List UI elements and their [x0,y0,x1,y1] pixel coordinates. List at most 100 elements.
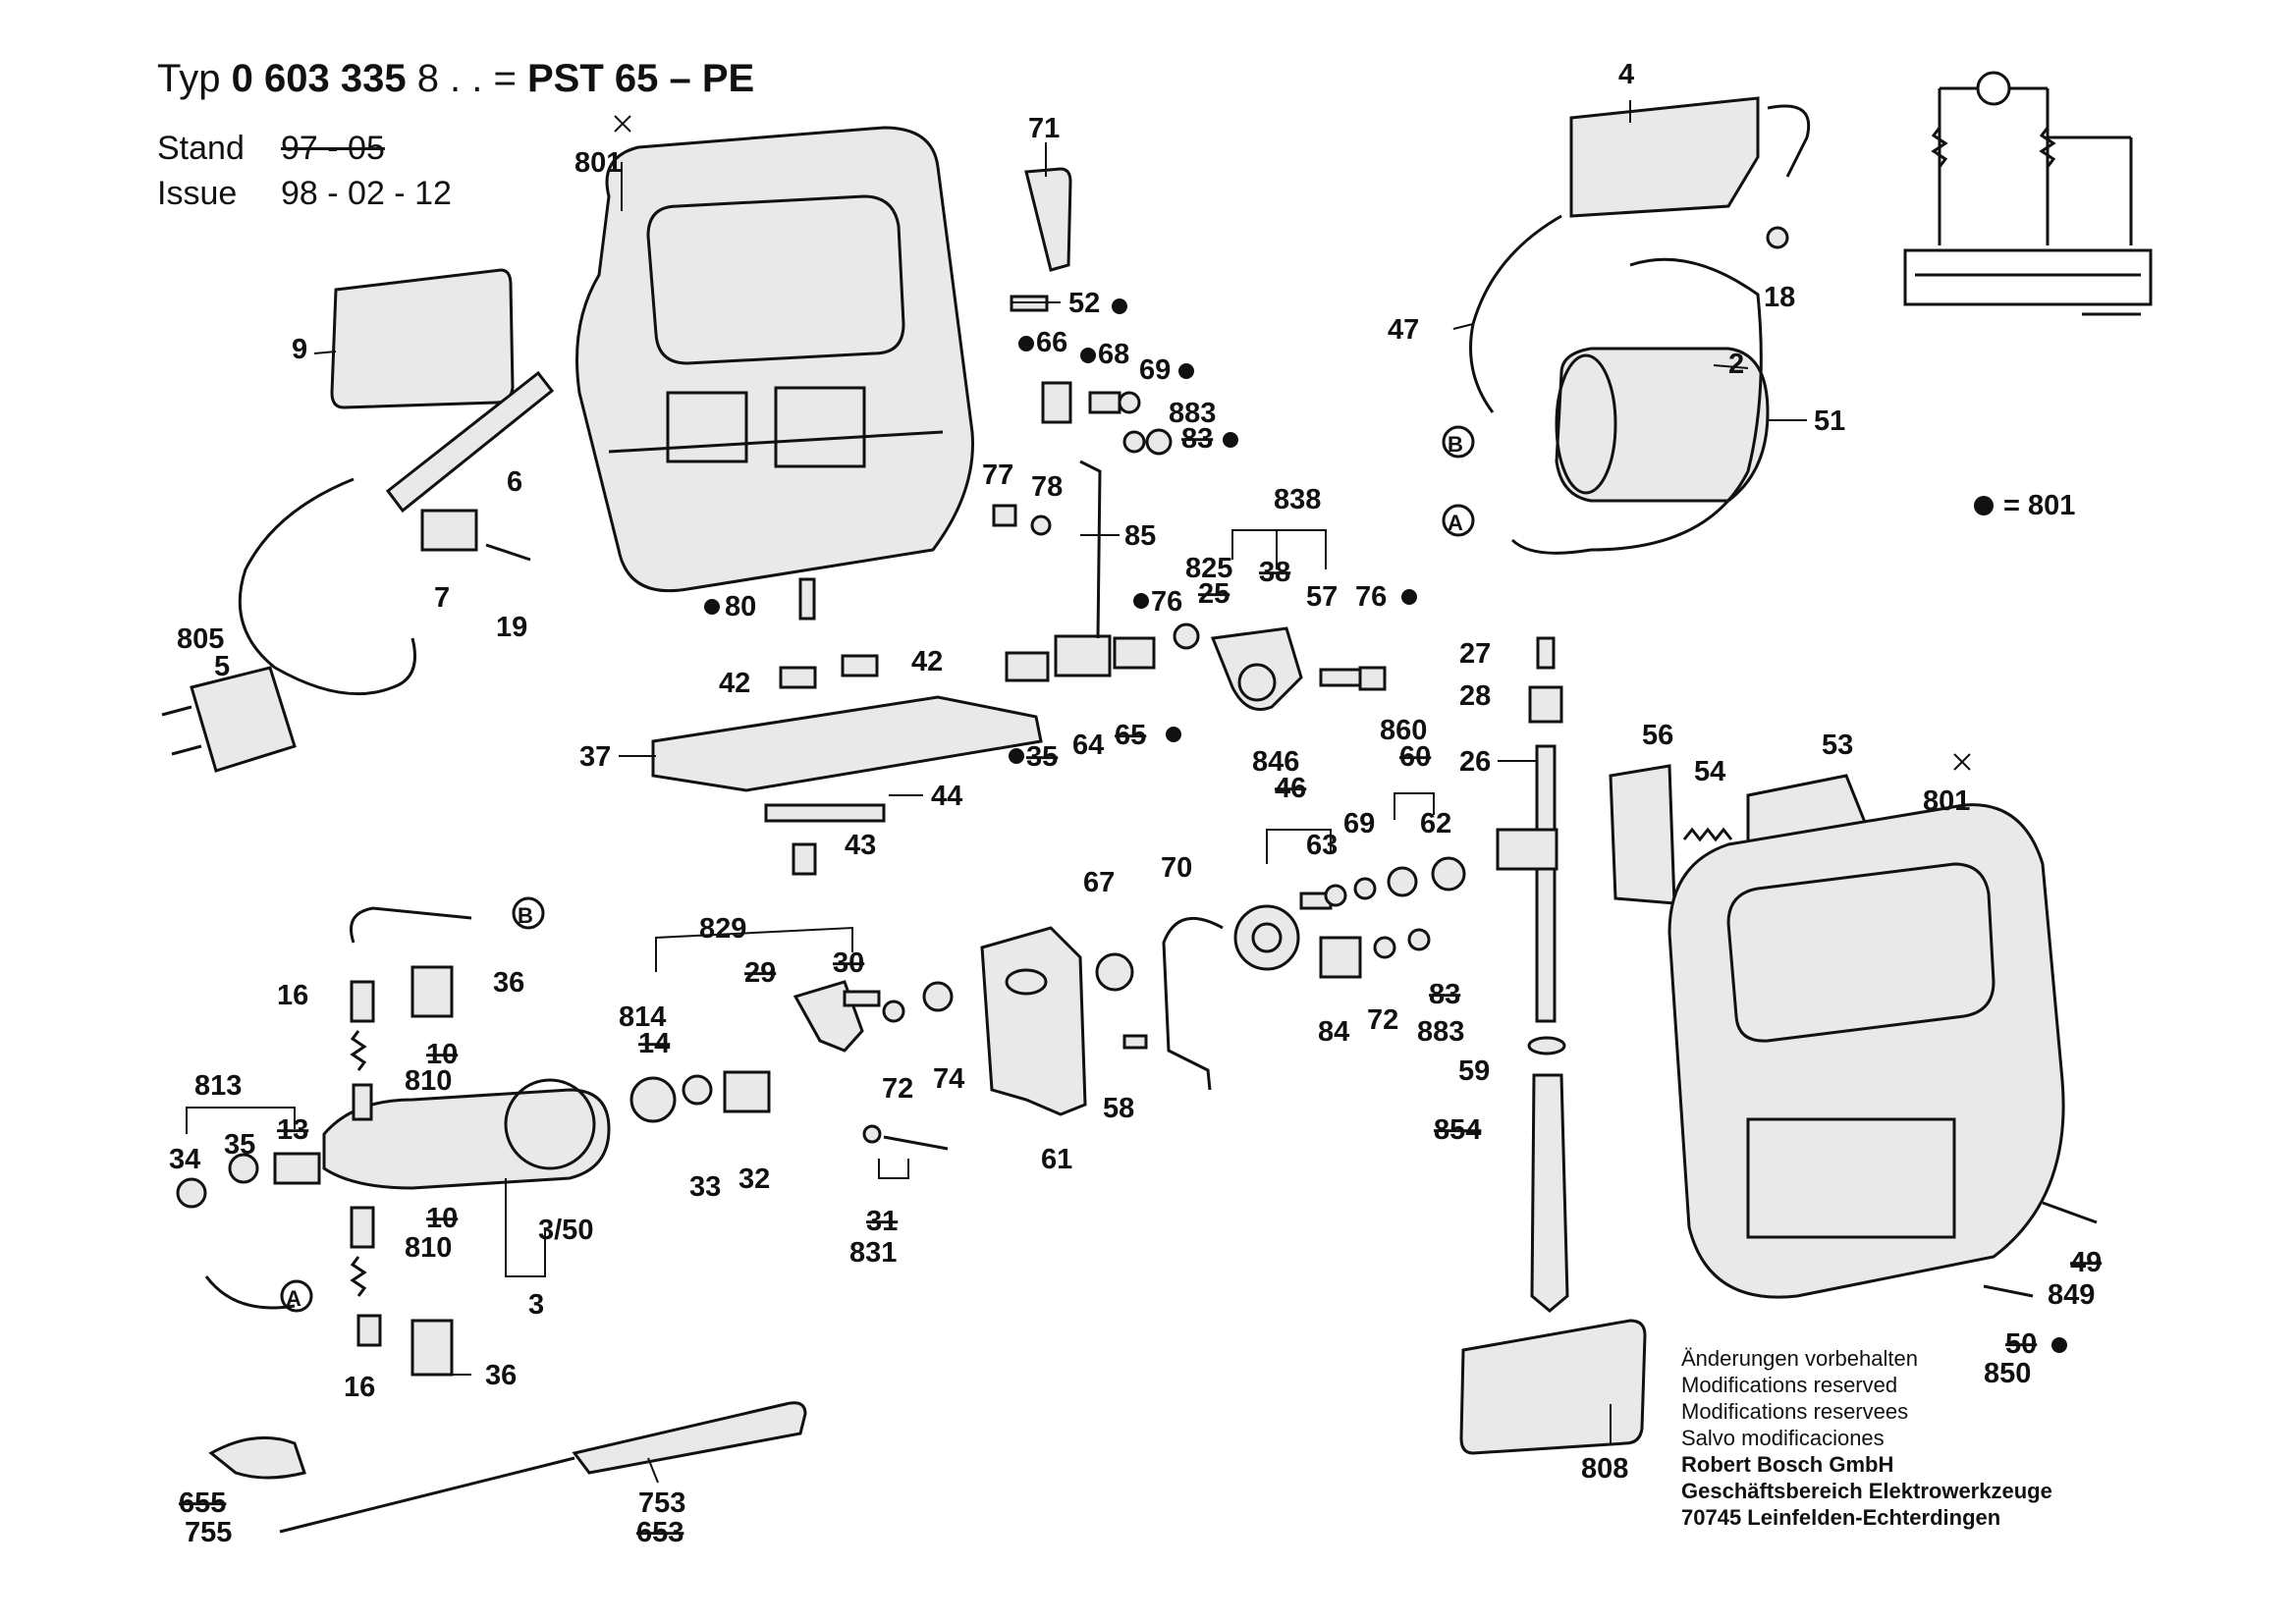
part-label: 47 [1388,314,1419,346]
pin [1319,668,1367,687]
part-label: 34 [169,1144,200,1175]
bullet-801 [1133,593,1149,609]
bearing [1324,884,1347,907]
part-label: 2 [1728,349,1744,380]
guide-block-small [1113,636,1156,670]
part-label: 85 [1124,520,1156,552]
cover-plate [1024,167,1072,272]
catch [992,504,1017,527]
rubber-pad [779,666,817,689]
part-label: 69 [1139,354,1171,386]
part-label: 56 [1642,720,1673,751]
part-label: 61 [1041,1144,1072,1175]
notes-block: Änderungen vorbehalten Modifications res… [1681,1345,2052,1531]
part-label: 49 [2070,1247,2102,1278]
connector-a-bottom: A [280,1279,313,1313]
part-label: 26 [1459,746,1491,778]
connector-a-top: A [1442,504,1475,537]
label-plate [1459,1319,1647,1455]
part-label: 58 [1103,1093,1134,1124]
bullet-801 [1223,432,1238,448]
bullet-801 [1080,348,1096,363]
brush-wire [350,906,472,944]
small-screw [1030,514,1052,536]
part-label: 36 [485,1360,517,1391]
part-label: 35 [1026,741,1058,773]
housing-label-area [1746,1117,1956,1239]
note-line: Salvo modificaciones [1681,1426,1885,1450]
plate-hole [1005,968,1048,996]
part-label: 18 [1764,282,1795,313]
spring [1088,391,1121,414]
bullet-801 [1166,727,1181,742]
part-label: 25 [1198,578,1230,610]
part-label: 810 [405,1232,452,1264]
bullet-801 [2051,1337,2067,1353]
washer [1373,936,1396,959]
brush-wire [204,1275,296,1310]
part-label: 51 [1814,406,1845,437]
part-label: 825 [1185,553,1232,584]
gear-segment [1237,663,1277,702]
plunger-rod [1535,744,1557,1023]
part-label: 71 [1028,113,1060,144]
part-label: 38 [1259,557,1290,588]
bullet-801 [1018,336,1034,352]
brush-spring [350,1030,367,1071]
part-label: 753 [638,1488,685,1519]
company-line: Robert Bosch GmbH [1681,1452,1894,1477]
part-label: 6 [507,466,522,498]
part-label: 16 [344,1372,375,1403]
housing-handle-opening [1726,862,1995,1043]
ball-bearing [629,1076,677,1123]
screw [1766,226,1789,249]
part-label: 57 [1306,581,1338,613]
needle-bearing [1319,936,1362,979]
part-label: 27 [1459,638,1491,670]
base-screw [792,842,817,876]
eccentric-lever [1162,916,1224,1091]
cable-clamp [420,509,478,552]
connector-b-bottom: B [512,896,545,930]
bearing [228,1153,259,1184]
part-label: 854 [1434,1114,1481,1146]
switch-assembly [1569,96,1760,218]
plug-pin [161,705,192,717]
screwdriver-shaft [279,1456,575,1534]
housing-screw [2042,1201,2098,1224]
leader-line [1713,364,1749,369]
part-label: 9 [292,334,307,365]
washer [1353,877,1377,900]
part-label: 10 [426,1203,458,1234]
part-label: 50 [2005,1328,2037,1360]
pin [798,577,816,621]
connector-b-label: B [518,903,533,928]
leader-line [313,351,337,354]
brush-spring [350,1256,367,1297]
washer [882,1000,905,1023]
superseded-mark [1953,753,1971,771]
washer [682,1074,713,1106]
connector-b-top: B [1442,425,1475,459]
part-label: 84 [1318,1016,1349,1048]
part-label: 860 [1380,715,1427,746]
part-label: 35 [224,1129,255,1161]
field-coil-end [1555,353,1617,495]
part-label: 846 [1252,746,1299,778]
part-label: 831 [849,1237,897,1269]
connector-b-label: B [1448,432,1463,457]
part-label: 808 [1581,1453,1628,1485]
screw [883,1135,949,1151]
part-label: 33 [689,1171,721,1203]
screwdriver-handle [572,1401,807,1475]
note-line: Modifications reservees [1681,1399,1909,1424]
part-label: 814 [619,1001,666,1033]
brush-guide [352,1083,373,1121]
part-label: 37 [579,741,611,773]
clip-part [1005,651,1050,682]
part-label: 13 [277,1114,308,1146]
armature-fan [504,1078,596,1170]
part-label: 42 [911,646,943,677]
power-cable [238,477,416,696]
part-label: 10 [426,1039,458,1070]
